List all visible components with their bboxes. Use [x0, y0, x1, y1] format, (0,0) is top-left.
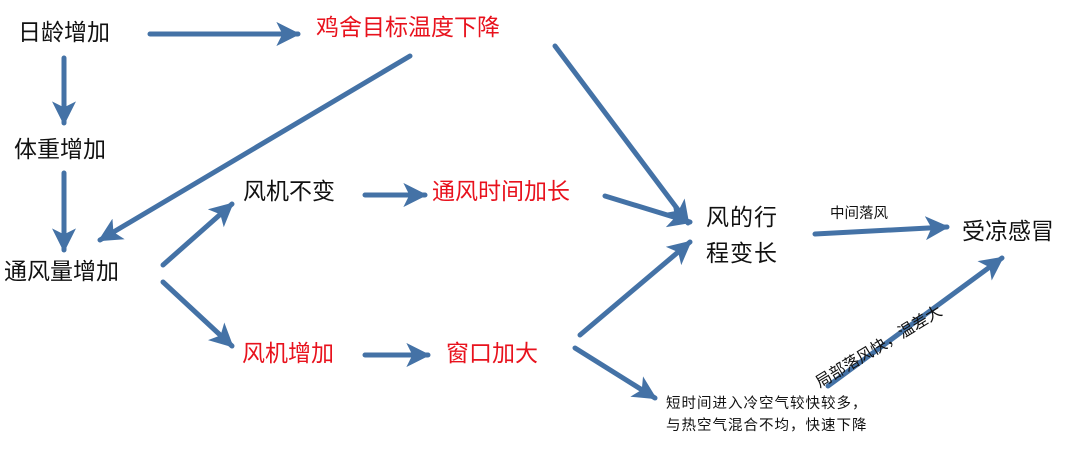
arrow-window-to-cold-air	[572, 345, 658, 401]
node-ventilation: 通风量增加	[4, 259, 119, 285]
node-age: 日龄增加	[18, 20, 110, 46]
node-cold: 受凉感冒	[962, 219, 1054, 245]
arrow-target-temp-to-wind-path	[552, 43, 691, 226]
node-vent-time: 通风时间加长	[432, 179, 570, 205]
arrow-wind-path-to-cold	[812, 216, 950, 241]
node-target-temp: 鸡舍目标温度下降	[316, 15, 500, 41]
arrow-vent-time-to-wind-path	[602, 193, 693, 228]
node-fan-increase: 风机增加	[242, 341, 334, 367]
arrow-ventilation-to-fan-increase	[160, 279, 235, 349]
node-weight: 体重增加	[14, 137, 106, 163]
node-fan-same: 风机不变	[243, 179, 335, 205]
arrow-window-to-wind-path	[577, 239, 693, 338]
arrow-ventilation-to-fan-same	[160, 201, 235, 268]
edge-label-middle-wind: 中间落风	[830, 206, 888, 222]
arrow-target-temp-to-ventilation	[97, 53, 413, 243]
node-window: 窗口加大	[446, 341, 538, 367]
node-wind-path: 风的行程变长	[706, 205, 778, 267]
arrow-cold-air-to-cold	[825, 255, 1005, 389]
node-cold-air: 短时间进入冷空气较快较多，与热空气混合不均，快速下降	[666, 396, 868, 434]
